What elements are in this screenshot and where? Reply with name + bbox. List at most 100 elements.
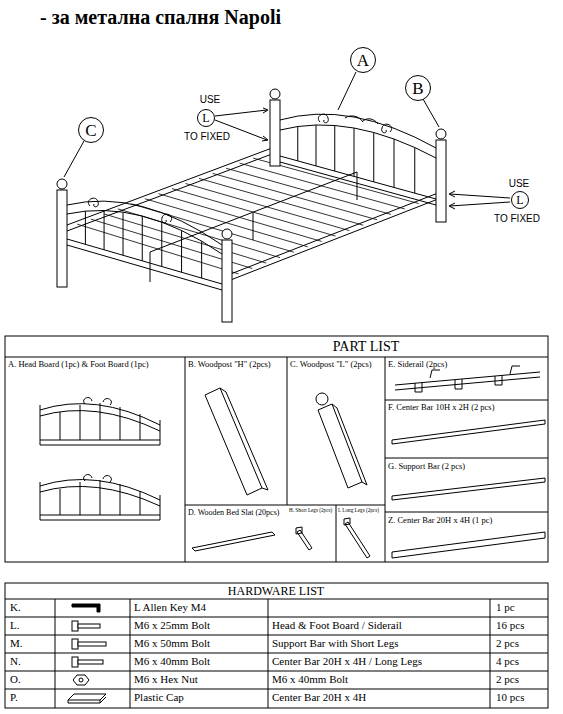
footboard xyxy=(85,211,201,279)
part-name: G. Support Bar (2 pcs) xyxy=(388,462,465,472)
callout-circle: L xyxy=(197,109,215,127)
wood-post xyxy=(436,140,446,222)
headboard-bar xyxy=(297,127,298,161)
hardware-list-grid xyxy=(5,599,548,708)
part-name: E. Siderail (2pcs) xyxy=(388,360,447,370)
part-sketch xyxy=(344,518,370,558)
table-heading: HARDWARE LIST xyxy=(228,585,324,599)
bed-slat xyxy=(226,168,391,214)
hardware-icon xyxy=(72,604,100,612)
callout-circle: C xyxy=(78,117,104,143)
part-name: A. Head Board (1pc) & Foot Board (1pc) xyxy=(8,360,149,370)
hardware-list-grid xyxy=(5,583,548,708)
note-text: TO FIXED xyxy=(494,213,540,225)
table-cell: 2 pcs xyxy=(496,673,519,686)
hardware-icon xyxy=(73,675,89,685)
part-sketch xyxy=(318,404,367,488)
part-sketch xyxy=(40,366,545,558)
bed-slat xyxy=(240,163,405,209)
part-name: D. Wooden Bed Slat (20pcs) xyxy=(188,508,279,517)
footboard-bar xyxy=(181,231,182,273)
note-text: USE xyxy=(509,178,530,190)
footboard-bar xyxy=(104,211,105,250)
callout-letter: C xyxy=(85,122,96,139)
part-name: C. Woodpost "L" (2pcs) xyxy=(290,360,372,370)
part-name: H. Short Legs (2pcs) xyxy=(289,508,332,514)
part-sketch xyxy=(192,532,275,551)
table-cell: Center Bar 20H x 4H / Long Legs xyxy=(272,655,422,668)
headboard-bar xyxy=(394,139,395,187)
leader-line xyxy=(450,194,510,206)
arrow-head xyxy=(449,191,455,209)
part-sketch xyxy=(392,478,545,500)
part-list-grid xyxy=(5,336,548,562)
hardware-icon xyxy=(72,657,78,667)
table-cell: 16 pcs xyxy=(496,619,524,632)
part-sketch xyxy=(40,475,160,520)
part-list-grid xyxy=(5,357,548,562)
hardware-icon xyxy=(78,660,103,664)
wood-post xyxy=(270,100,280,166)
table-cell: Plastic Cap xyxy=(134,691,184,704)
hardware-icon xyxy=(68,604,106,703)
table-cell: L Allen Key M4 xyxy=(134,601,206,614)
table-cell: M6 x 50mm Bolt xyxy=(134,637,210,650)
part-sketch xyxy=(205,388,268,495)
footboard-bar xyxy=(201,241,202,278)
table-cell: 1 pc xyxy=(496,601,515,614)
headboard-bar xyxy=(414,148,415,194)
table-cell: M. xyxy=(10,637,23,650)
note-text: USE xyxy=(200,94,221,106)
part-sketch xyxy=(316,393,328,405)
hardware-icon xyxy=(68,694,106,703)
table-cell: M6 x Hex Nut xyxy=(134,673,198,686)
bed-drawing xyxy=(57,72,510,322)
table-cell: 4 pcs xyxy=(496,655,519,668)
table-cell: P. xyxy=(10,691,18,704)
table-cell: Center Bar 20H x 4H xyxy=(272,691,366,704)
table-cell: K. xyxy=(10,601,21,614)
callout-letter: B xyxy=(412,80,423,97)
table-heading: PART LIST xyxy=(333,339,399,355)
table-cell: 10 pcs xyxy=(496,691,524,704)
table-cell: 2 pcs xyxy=(496,637,519,650)
part-sketch xyxy=(395,366,540,392)
table-cell: O. xyxy=(10,673,21,686)
part-sketch xyxy=(296,527,312,550)
table-cell: M6 x 25mm Bolt xyxy=(134,619,210,632)
hardware-list-grid xyxy=(5,583,548,708)
part-name: B. Woodpost "H" (2pcs) xyxy=(188,360,271,370)
callout-circle: L xyxy=(511,191,529,209)
part-name: F. Center Bar 10H x 2H (2 pcs) xyxy=(388,403,495,413)
hardware-icon xyxy=(78,642,106,646)
callout-letter: A xyxy=(357,52,369,69)
wood-post xyxy=(57,179,67,189)
part-name: I. Long Legs (2pcs) xyxy=(338,508,379,514)
scroll-ornament xyxy=(318,114,391,133)
headboard-bar xyxy=(373,133,374,182)
headboard-bar xyxy=(354,128,355,176)
hardware-icon xyxy=(78,624,100,628)
callout-circle: B xyxy=(405,75,431,101)
table-cell: M6 x 40mm Bolt xyxy=(272,673,348,686)
callout-letter: L xyxy=(516,194,523,206)
footboard-bar xyxy=(123,212,124,255)
table-cell: Head & Foot Board / Siderail xyxy=(272,619,402,632)
callout-circle: A xyxy=(350,47,376,73)
side-rail xyxy=(228,193,438,281)
wood-post xyxy=(222,240,232,322)
wood-post xyxy=(222,229,232,239)
part-list-grid xyxy=(5,336,548,562)
wood-post xyxy=(436,129,446,139)
part-sketch xyxy=(40,398,160,445)
headboard xyxy=(280,114,436,205)
side-rail xyxy=(67,148,272,231)
table-cell: M6 x 40mm Bolt xyxy=(134,655,210,668)
leader-line xyxy=(64,72,439,177)
wood-post xyxy=(57,190,67,287)
hardware-icon xyxy=(72,621,78,631)
page-title: - за метална спалня Napoli xyxy=(40,6,281,29)
